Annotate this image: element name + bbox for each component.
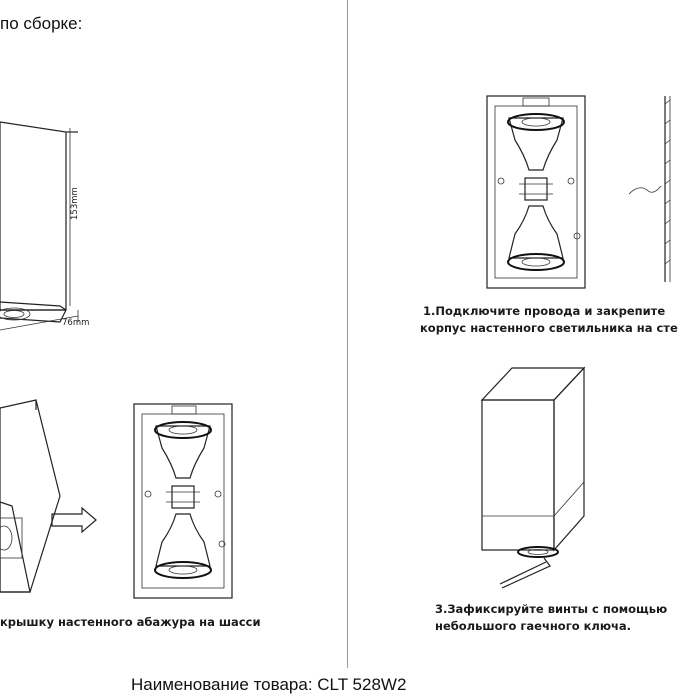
- width-dimension-label: 76mm: [62, 318, 90, 328]
- step1-text-line1: 1.Подключите провода и закрепите: [423, 304, 666, 318]
- step3-text-line1: 3.Зафиксируйте винты с помощью: [435, 602, 668, 616]
- dimension-drawing: [0, 121, 79, 331]
- step2-illustration: [0, 399, 233, 599]
- height-dimension-label: 153mm: [70, 187, 80, 220]
- step2-text: крышку настенного абажура на шасси: [0, 615, 261, 629]
- product-name-footer: Наименование товара: CLT 528W2: [131, 675, 407, 694]
- step3-text-line2: небольшого гаечного ключа.: [435, 619, 632, 633]
- step3-illustration: [480, 366, 586, 589]
- step1-text-line2: корпус настенного светильника на сте: [420, 321, 678, 335]
- column-divider: [347, 0, 348, 668]
- page-heading: по сборке:: [0, 14, 83, 33]
- step1-illustration: [486, 95, 671, 289]
